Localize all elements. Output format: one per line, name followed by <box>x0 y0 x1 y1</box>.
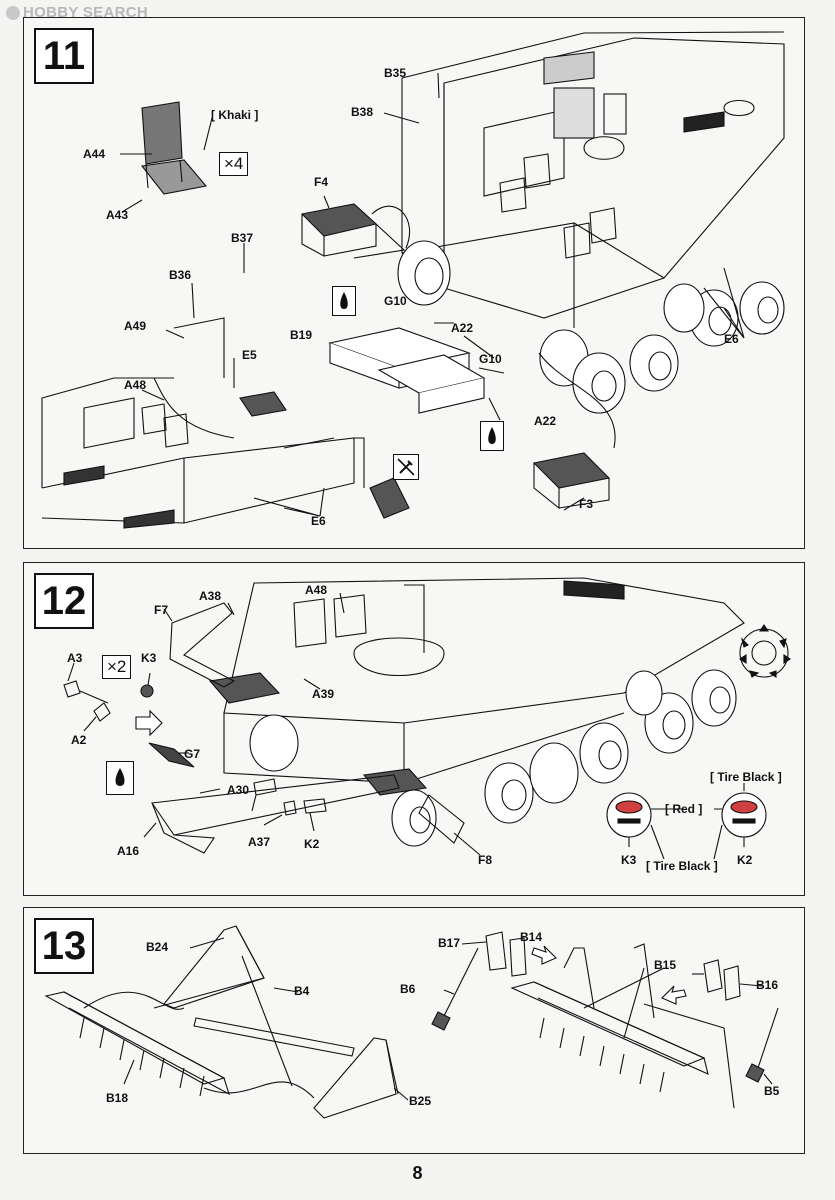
step-12-illustration <box>63 577 791 860</box>
part-label: B38 <box>351 105 374 119</box>
paint-note-tire-black: [ Tire Black ] <box>646 859 718 873</box>
part-label: K2 <box>304 837 320 851</box>
part-label: A22 <box>451 321 474 335</box>
part-label: F8 <box>478 853 493 867</box>
part-label: B35 <box>384 66 407 80</box>
part-label: B36 <box>169 268 192 282</box>
step-number: 11 <box>34 28 94 84</box>
part-label: G10 <box>479 352 502 366</box>
part-label: A39 <box>312 687 335 701</box>
frame-b24-drawing <box>153 925 265 1009</box>
hobby-search-logo-icon <box>6 5 20 20</box>
part-label: B4 <box>294 984 310 998</box>
part-label: K3 <box>621 853 637 867</box>
right-rail-drawing <box>510 943 735 1109</box>
part-label: F3 <box>579 497 594 511</box>
part-label: A22 <box>534 414 557 428</box>
part-label: E6 <box>724 332 739 346</box>
part-label: G7 <box>184 747 201 761</box>
part-label: A3 <box>67 651 83 665</box>
part-label: K2 <box>737 853 753 867</box>
rail-b18-drawing <box>44 991 230 1097</box>
part-label: B17 <box>438 936 461 950</box>
quantity-multiplier: ×4 <box>219 152 249 176</box>
part-label: B37 <box>231 231 254 245</box>
part-label: B25 <box>409 1094 432 1108</box>
part-label: B19 <box>290 328 313 342</box>
seat-a44-drawing <box>140 101 208 195</box>
fender-a16-drawing <box>151 774 400 854</box>
step-f4-drawing <box>300 203 406 259</box>
part-label: A44 <box>83 147 106 161</box>
step-number: 12 <box>34 573 94 629</box>
watermark-text: HOBBY SEARCH <box>23 4 149 21</box>
part-label: A37 <box>248 835 271 849</box>
hull-drawing-11 <box>401 31 785 328</box>
part-label: A2 <box>71 733 87 747</box>
step-f3-drawing <box>532 452 611 510</box>
road-wheels-12 <box>249 669 737 847</box>
glue-icon <box>332 286 356 316</box>
part-label: A16 <box>117 844 140 858</box>
part-label: A30 <box>227 783 250 797</box>
step-11-illustration <box>41 31 785 529</box>
part-label: A38 <box>199 589 222 603</box>
part-label: K3 <box>141 651 157 665</box>
part-label: B14 <box>520 930 543 944</box>
part-label: B16 <box>756 978 779 992</box>
part-label: B15 <box>654 958 677 972</box>
part-label: B18 <box>106 1091 129 1105</box>
glue-icon <box>480 421 504 451</box>
part-label: F4 <box>314 175 329 189</box>
road-wheels-11 <box>397 240 785 414</box>
step-11-panel: 11 <box>23 17 805 549</box>
step-12-panel: 12 <box>23 562 805 896</box>
part-label: A48 <box>124 378 147 392</box>
part-label: E5 <box>242 348 257 362</box>
part-label: B6 <box>400 982 416 996</box>
rear-hull-drawing-11 <box>41 317 410 529</box>
part-label: A43 <box>106 208 129 222</box>
step-number: 13 <box>34 918 94 974</box>
step-13-panel: 13 <box>23 907 805 1154</box>
do-not-glue-icon <box>393 454 419 480</box>
paint-note-khaki: [ Khaki ] <box>211 108 259 122</box>
toolbox-b19-drawing <box>328 327 486 414</box>
paint-note-red: [ Red ] <box>665 802 703 816</box>
hobby-search-watermark: HOBBY SEARCH <box>6 4 148 21</box>
part-label: G10 <box>384 294 407 308</box>
page-number: 8 <box>412 1163 423 1183</box>
part-label: B5 <box>764 1084 780 1098</box>
part-label: B24 <box>146 940 169 954</box>
part-label: A48 <box>305 583 328 597</box>
glue-icon <box>106 761 134 795</box>
paint-note-tire-black: [ Tire Black ] <box>710 770 782 784</box>
sprocket-drawing <box>739 624 791 679</box>
part-label: F7 <box>154 603 169 617</box>
quantity-multiplier: ×2 <box>102 655 132 679</box>
part-label: E6 <box>311 514 326 528</box>
tire-paint-detail <box>606 783 767 860</box>
frame-b25-drawing <box>313 1037 399 1119</box>
step-13-illustration <box>44 925 779 1119</box>
part-label: A49 <box>124 319 147 333</box>
